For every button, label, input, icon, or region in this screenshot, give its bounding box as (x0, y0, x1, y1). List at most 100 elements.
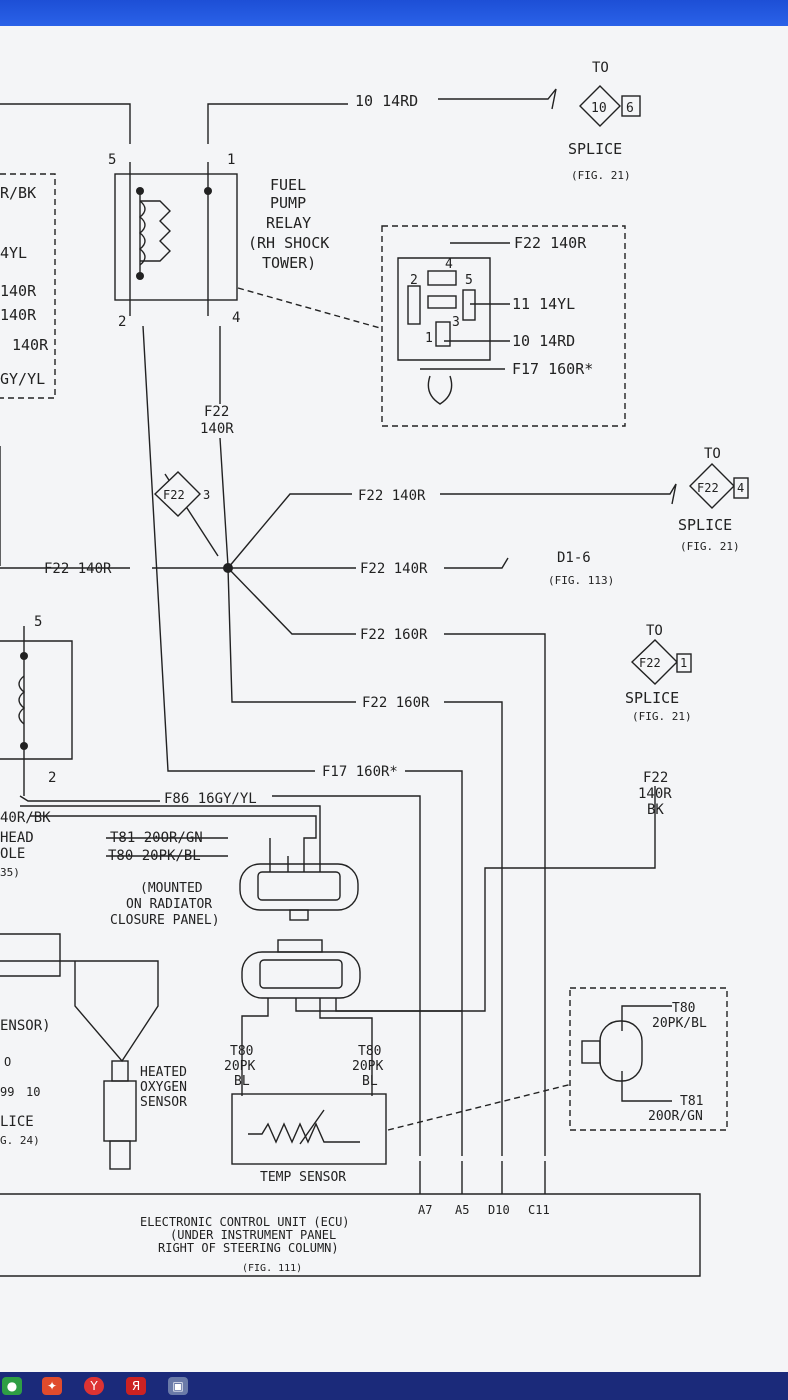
wire-label: T81 20OR/GN (110, 830, 203, 846)
wire-label: F22 140R (358, 488, 426, 504)
splice-label: SPLICE (625, 689, 679, 707)
ecu-title: ELECTRONIC CONTROL UNIT (ECU) (140, 1215, 350, 1229)
wire-label: F22 (643, 770, 668, 786)
fig-ref: (FIG. 21) (632, 710, 692, 723)
relay-label: FUEL (270, 176, 306, 194)
relay-label: PUMP (270, 194, 306, 212)
wire-label: 40R/BK (0, 810, 51, 826)
ecu-pin: A7 (418, 1203, 432, 1217)
wire-label: F17 160R* (322, 764, 398, 780)
wire-label: F22 140R (360, 561, 428, 577)
sensor-wire: T80 (672, 1001, 695, 1016)
detail-pin: 4 (445, 257, 453, 272)
wire-label: 10 14RD (355, 92, 418, 110)
temp-sensor-label: TEMP SENSOR (260, 1170, 346, 1185)
splice-to: TO (592, 60, 609, 76)
wire-label: BL (234, 1074, 250, 1089)
wire-label: F22 160R (362, 695, 430, 711)
left-label: 99 (0, 1085, 14, 1099)
splice-num: 3 (203, 488, 210, 502)
splice-num: 4 (737, 481, 744, 495)
ecu-subtitle: RIGHT OF STEERING COLUMN) (158, 1241, 339, 1255)
sensor-wire: T81 (680, 1094, 703, 1109)
diagram-page: 10 14RD TO 10 6 SPLICE (FIG. 21) 5 1 2 4… (0, 26, 788, 1372)
left-label: LICE (0, 1114, 34, 1130)
left-label: G. 24) (0, 1134, 40, 1147)
window-title-bar (0, 0, 788, 26)
wire-label: T80 20PK/BL (108, 848, 201, 864)
apps-icon[interactable]: ✦ (42, 1377, 62, 1395)
oxygen-label: SENSOR (140, 1095, 187, 1110)
wire-label: 140R (200, 421, 234, 437)
ecu-subtitle: (UNDER INSTRUMENT PANEL (170, 1228, 336, 1242)
detail-wire: 10 14RD (512, 332, 575, 350)
splice-num: 1 (680, 656, 687, 670)
detail-wire: F17 160R* (512, 360, 593, 378)
sensor-wire: 20OR/GN (648, 1109, 703, 1124)
detail-pin: 5 (465, 273, 473, 288)
relay-pin: 4 (232, 310, 240, 326)
wire-label: BL (362, 1074, 378, 1089)
splice-id: F22 (697, 481, 719, 495)
left-label: 10 (26, 1085, 40, 1099)
connector-note: CLOSURE PANEL) (110, 913, 220, 928)
wiring-diagram: 10 14RD TO 10 6 SPLICE (FIG. 21) 5 1 2 4… (0, 60, 749, 1277)
relay-pin: 1 (227, 152, 235, 168)
splice-to: TO (646, 623, 663, 639)
left-label: GY/YL (0, 370, 45, 388)
wire-label: T80 (358, 1044, 381, 1059)
splice-label: SPLICE (568, 140, 622, 158)
relay-label: (RH SHOCK (248, 234, 329, 252)
yandex-y-icon[interactable]: Y (84, 1377, 104, 1395)
splice-to: TO (704, 446, 721, 462)
detail-pin: 2 (410, 273, 418, 288)
ecu-pin: D10 (488, 1203, 510, 1217)
wire-label: F22 (204, 404, 229, 420)
d1-label: D1-6 (557, 550, 591, 566)
relay-pin: 2 (118, 314, 126, 330)
chrome-icon[interactable]: ● (2, 1377, 22, 1395)
left-label: 35) (0, 866, 20, 879)
fig-ref: (FIG. 111) (242, 1263, 302, 1274)
left-label: 140R (0, 282, 37, 300)
left-label: O (4, 1055, 11, 1069)
wire-label: F22 160R (360, 627, 428, 643)
wire-label: T80 (230, 1044, 253, 1059)
left-label: 5 (34, 614, 42, 630)
detail-wire: 11 14YL (512, 295, 575, 313)
oxygen-label: HEATED (140, 1065, 187, 1080)
splice-label: SPLICE (678, 516, 732, 534)
left-label: 4YL (0, 244, 27, 262)
left-label: 2 (48, 770, 56, 786)
splice-id: F22 (163, 488, 185, 502)
taskbar: ● ✦ Y Я ▣ (0, 1372, 788, 1400)
sensor-wire: 20PK/BL (652, 1016, 707, 1031)
left-label: HEAD (0, 830, 34, 846)
fig-ref: (FIG. 21) (680, 540, 740, 553)
wire-label: 140R (638, 786, 672, 802)
splice-num: 6 (626, 101, 634, 116)
wire-label: 20PK (352, 1059, 383, 1074)
detail-pin: 1 (425, 331, 433, 346)
wire-label: F86 16GY/YL (164, 791, 257, 807)
image-icon[interactable]: ▣ (168, 1377, 188, 1395)
detail-wire: F22 140R (514, 234, 587, 252)
left-label: OLE (0, 846, 25, 862)
wire-label: BK (647, 802, 664, 818)
ecu-pin: A5 (455, 1203, 469, 1217)
relay-pin: 5 (108, 152, 116, 168)
left-label: 140R (12, 336, 49, 354)
splice-id: 10 (591, 101, 607, 116)
wire-label: 20PK (224, 1059, 255, 1074)
wire-label: F22 140R (44, 561, 112, 577)
relay-label: TOWER) (262, 254, 316, 272)
yandex-browser-icon[interactable]: Я (126, 1377, 146, 1395)
relay-label: RELAY (266, 214, 311, 232)
connector-note: ON RADIATOR (126, 897, 212, 912)
left-label: 140R (0, 306, 37, 324)
ecu-pin: C11 (528, 1203, 550, 1217)
fig-ref: (FIG. 21) (571, 169, 631, 182)
connector-note: (MOUNTED (140, 881, 203, 896)
left-label: R/BK (0, 184, 36, 202)
oxygen-label: OXYGEN (140, 1080, 187, 1095)
